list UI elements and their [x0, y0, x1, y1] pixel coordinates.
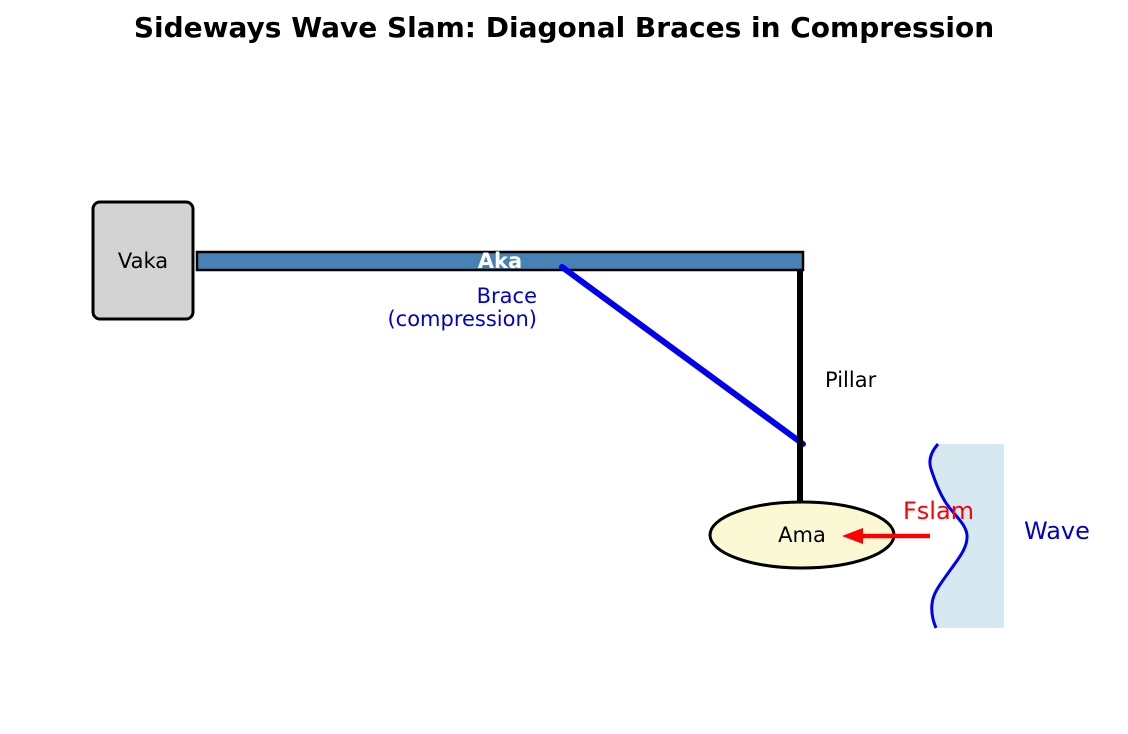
vaka-hull-box	[91, 200, 195, 321]
wave-region	[929, 444, 1004, 628]
aka-label: Aka	[478, 249, 522, 273]
brace-label-line2: (compression)	[387, 307, 537, 331]
brace-label-line1: Brace	[477, 284, 537, 308]
fslam-force-label: Fslam	[903, 497, 974, 525]
diagonal-brace-line	[559, 264, 806, 447]
aka-crossbeam-bar	[195, 250, 805, 272]
wave-front-curve	[928, 443, 969, 629]
fslam-force-arrowhead-icon	[842, 528, 863, 544]
ama-label: Ama	[778, 523, 826, 547]
pillar-label: Pillar	[825, 368, 877, 392]
vaka-label: Vaka	[118, 249, 168, 273]
diagram-title: Sideways Wave Slam: Diagonal Braces in C…	[134, 11, 994, 44]
wave-label: Wave	[1024, 517, 1090, 545]
